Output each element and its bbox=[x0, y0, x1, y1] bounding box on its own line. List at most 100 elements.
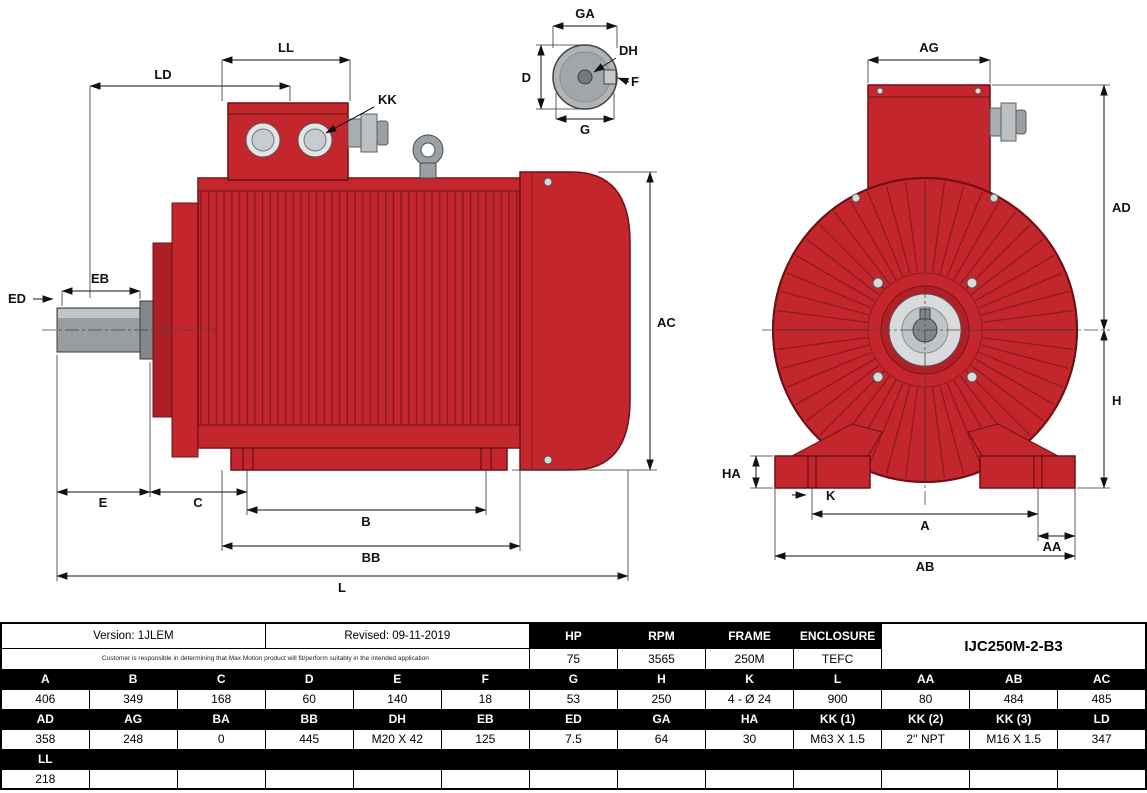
dim-label-g: G bbox=[580, 122, 590, 137]
dim-value-cell-empty bbox=[440, 768, 530, 790]
table-row: 358 248 0 445 M20 X 42 125 7.5 64 30 M63… bbox=[0, 728, 1147, 750]
dim-label-ld: LD bbox=[154, 67, 171, 82]
dim-label-ga: GA bbox=[575, 6, 595, 21]
shaft-key bbox=[603, 69, 617, 85]
dim-value-cell: 347 bbox=[1057, 728, 1147, 750]
dim-label-ed: ED bbox=[8, 291, 26, 306]
dim-value-cell-empty bbox=[881, 768, 971, 790]
dim-value-cell: M20 X 42 bbox=[352, 728, 442, 750]
cable-gland-front bbox=[989, 102, 1027, 142]
dim-value-cell: 7.5 bbox=[528, 728, 618, 750]
dim-label-h: H bbox=[1112, 393, 1121, 408]
spec-value-hp: 75 bbox=[528, 647, 618, 670]
mounting-feet-front bbox=[774, 423, 1076, 489]
spec-value-frame: 250M bbox=[704, 647, 795, 670]
dim-value-cell: 445 bbox=[264, 728, 354, 750]
dim-header-cell: BB bbox=[264, 708, 354, 730]
dim-value-cell: 248 bbox=[88, 728, 178, 750]
face-bolts bbox=[851, 193, 999, 383]
dim-header-cell: AD bbox=[0, 708, 90, 730]
dim-header-cell: LD bbox=[1057, 708, 1147, 730]
motor-body bbox=[197, 177, 521, 449]
dim-value-cell: 485 bbox=[1057, 688, 1147, 710]
dim-label-l: L bbox=[338, 580, 346, 595]
terminal-box bbox=[227, 102, 389, 181]
dim-value-cell: 60 bbox=[264, 688, 354, 710]
dim-label-d: D bbox=[522, 70, 531, 85]
dim-value-cell: 18 bbox=[440, 688, 530, 710]
dim-label-b: B bbox=[361, 514, 370, 529]
side-view-dimensions: LD LL KK EB ED AC bbox=[8, 40, 676, 595]
dim-header-cell: AG bbox=[88, 708, 178, 730]
version-cell: Version: 1JLEM bbox=[0, 622, 266, 649]
dim-value-cell: M16 X 1.5 bbox=[969, 728, 1059, 750]
dim-header-cell: DH bbox=[352, 708, 442, 730]
disclaimer-cell: Customer is responsible in determining t… bbox=[0, 647, 530, 670]
dim-header-cell: EB bbox=[440, 708, 530, 730]
lifting-eye-bolt bbox=[412, 134, 444, 179]
dim-value-cell-empty bbox=[528, 768, 618, 790]
motor-technical-drawing: LD LL KK EB ED AC bbox=[8, 6, 1131, 595]
dim-header-cell: ED bbox=[528, 708, 618, 730]
dim-label-e: E bbox=[99, 495, 108, 510]
dim-value-cell: 140 bbox=[352, 688, 442, 710]
fan-cowl bbox=[519, 171, 631, 471]
table-row: 218 bbox=[0, 768, 1147, 790]
dim-header-cell: KK (2) bbox=[881, 708, 971, 730]
dim-value-cell: 250 bbox=[616, 688, 707, 710]
dim-value-cell: 0 bbox=[176, 728, 266, 750]
shaft-end-view: GA DH F D G bbox=[522, 6, 639, 137]
dim-value-cell-empty bbox=[616, 768, 707, 790]
front-view-fins bbox=[776, 181, 1074, 479]
dim-value-cell: 349 bbox=[88, 688, 178, 710]
dim-value-cell-empty bbox=[1057, 768, 1147, 790]
dim-label-eb: EB bbox=[91, 271, 109, 286]
dim-label-bb: BB bbox=[362, 550, 381, 565]
dim-header-cell: AC bbox=[1057, 668, 1147, 690]
spec-value-enclosure: TEFC bbox=[793, 647, 883, 670]
dim-value-cell: 406 bbox=[0, 688, 90, 710]
dim-label-kk: KK bbox=[378, 92, 397, 107]
dim-label-ab: AB bbox=[916, 559, 935, 574]
dim-label-dh: DH bbox=[619, 43, 638, 58]
dim-header-cell: L bbox=[793, 668, 883, 690]
dim-label-c: C bbox=[193, 495, 203, 510]
dim-value-cell: 900 bbox=[793, 688, 883, 710]
dim-header-cell: D bbox=[264, 668, 354, 690]
cable-gland bbox=[347, 113, 389, 153]
tapped-hole bbox=[577, 69, 593, 85]
dim-header-cell: LL bbox=[0, 748, 90, 770]
dim-header-cell: H bbox=[616, 668, 707, 690]
spec-header-frame: FRAME bbox=[704, 622, 795, 649]
spec-header-enclosure: ENCLOSURE bbox=[793, 622, 883, 649]
front-view-dimensions: AG AD H HA K A AA bbox=[722, 40, 1131, 574]
table-row: AD AG BA BB DH EB ED GA HA KK (1) KK (2)… bbox=[0, 708, 1147, 730]
dim-value-cell: 484 bbox=[969, 688, 1059, 710]
dim-value-cell-empty bbox=[704, 768, 795, 790]
dim-value-cell: 53 bbox=[528, 688, 618, 710]
dim-header-cell: AB bbox=[969, 668, 1059, 690]
dim-value-cell: 80 bbox=[881, 688, 971, 710]
dim-header-cell: KK (3) bbox=[969, 708, 1059, 730]
dim-value-cell-empty bbox=[793, 768, 883, 790]
dim-value-cell-empty bbox=[176, 768, 266, 790]
dim-label-f: F bbox=[631, 74, 639, 89]
model-number-cell: IJC250M-2-B3 bbox=[881, 622, 1147, 670]
dim-header-cell: A bbox=[0, 668, 90, 690]
dim-label-ad: AD bbox=[1112, 200, 1131, 215]
dim-value-cell: 168 bbox=[176, 688, 266, 710]
dim-value-cell: 64 bbox=[616, 728, 707, 750]
dim-value-cell-empty bbox=[969, 768, 1059, 790]
dim-value-cell: M63 X 1.5 bbox=[793, 728, 883, 750]
dim-label-ac: AC bbox=[657, 315, 676, 330]
table-row: LL bbox=[0, 748, 1147, 770]
dimension-table: Version: 1JLEM Revised: 09-11-2019 HP RP… bbox=[0, 622, 1147, 790]
dim-value-cell-empty bbox=[352, 768, 442, 790]
dim-header-cell: K bbox=[704, 668, 795, 690]
dim-header-cell: G bbox=[528, 668, 618, 690]
dim-label-k: K bbox=[826, 488, 836, 503]
dim-header-cell: AA bbox=[881, 668, 971, 690]
dim-label-ag: AG bbox=[919, 40, 939, 55]
dim-value-cell: 125 bbox=[440, 728, 530, 750]
